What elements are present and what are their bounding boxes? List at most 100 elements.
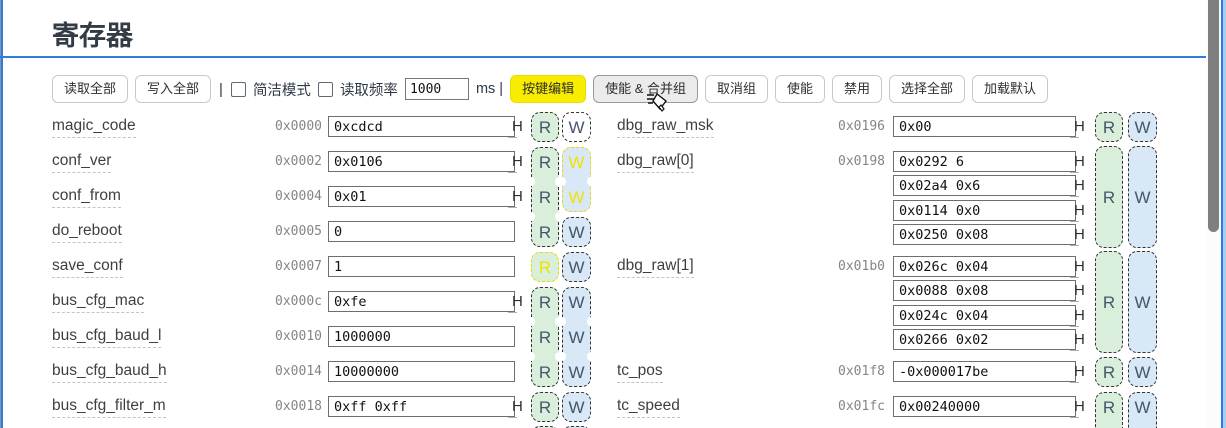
write-button[interactable]: W <box>562 217 591 247</box>
write-label: W <box>568 118 585 137</box>
register-value-input[interactable] <box>328 291 515 312</box>
group-joint-notch <box>528 352 535 361</box>
register-value-input[interactable] <box>328 186 515 207</box>
register-value-input[interactable] <box>328 221 515 242</box>
vertical-scrollbar-thumb[interactable] <box>1208 0 1219 232</box>
group-joint-notch <box>559 352 566 361</box>
register-name: conf_from <box>52 187 121 208</box>
register-value-input[interactable] <box>893 329 1076 350</box>
read-button[interactable]: R <box>1095 112 1123 142</box>
register-name: tc_speed <box>617 397 680 418</box>
write-button[interactable]: W <box>562 252 591 282</box>
hex-flag: H <box>1070 307 1085 327</box>
register-name: dbg_raw[1] <box>617 257 694 278</box>
hex-flag: H <box>508 293 523 313</box>
write-button-group[interactable]: W <box>1128 251 1157 353</box>
register-value-input[interactable] <box>328 256 515 277</box>
load-default-button[interactable]: 加载默认 <box>972 75 1049 103</box>
register-address: 0x0005 <box>275 224 322 239</box>
register-address: 0x0004 <box>275 189 322 204</box>
register-value-input[interactable] <box>893 200 1076 221</box>
read-label: R <box>538 153 552 172</box>
read-button-group[interactable]: R R R <box>531 287 559 387</box>
read-button-group[interactable]: R <box>1095 251 1123 353</box>
hex-flag: H <box>1070 202 1085 222</box>
write-button[interactable]: W <box>1128 357 1157 387</box>
register-address: 0x01fc <box>838 399 885 414</box>
key-edit-button[interactable]: 按键编辑 <box>510 75 587 103</box>
read-all-button[interactable]: 读取全部 <box>52 75 129 103</box>
group-joint-notch <box>528 212 535 221</box>
register-value-input[interactable] <box>893 151 1076 172</box>
hex-flag: H <box>508 398 523 418</box>
write-button[interactable]: W <box>1128 112 1157 142</box>
cancel-group-button[interactable]: 取消组 <box>704 75 768 103</box>
register-value-input[interactable] <box>893 280 1076 301</box>
write-label: W <box>568 398 585 417</box>
write-button[interactable]: W <box>562 392 591 422</box>
disable-button[interactable]: 禁用 <box>832 75 883 103</box>
read-label: R <box>538 328 552 347</box>
group-joint-notch <box>587 177 594 186</box>
register-value-input[interactable] <box>893 396 1076 417</box>
write-all-button[interactable]: 写入全部 <box>135 75 212 103</box>
read-button[interactable]: R <box>531 392 559 422</box>
write-button-group[interactable]: W W W <box>562 287 591 387</box>
group-joint-notch <box>587 317 594 326</box>
register-address: 0x0007 <box>275 259 322 274</box>
read-freq-checkbox[interactable] <box>317 81 333 97</box>
register-value-input[interactable] <box>893 175 1076 196</box>
register-address: 0x0002 <box>275 154 322 169</box>
register-value-input[interactable] <box>893 224 1076 245</box>
write-label: W <box>568 223 585 242</box>
read-button-group[interactable]: R R R <box>531 147 559 247</box>
hex-flag: H <box>1070 363 1085 383</box>
read-button[interactable]: R <box>1095 357 1123 387</box>
read-label: R <box>538 118 552 137</box>
register-value-input[interactable] <box>328 396 515 417</box>
write-button-group[interactable]: W <box>1128 392 1157 428</box>
enable-merge-group-button[interactable]: 使能 & 合并组 <box>593 75 698 103</box>
select-all-button[interactable]: 选择全部 <box>889 75 966 103</box>
register-value-input[interactable] <box>328 151 515 172</box>
register-address: 0x0014 <box>275 364 322 379</box>
read-label: R <box>538 258 552 277</box>
register-value-input[interactable] <box>893 256 1076 277</box>
left-accent-border <box>1 0 3 428</box>
read-label: R <box>538 398 552 417</box>
register-name: dbg_raw_msk <box>617 117 714 138</box>
toolbar-separator: | <box>219 80 223 98</box>
read-label: R <box>1102 293 1116 312</box>
read-freq-input[interactable] <box>404 78 469 100</box>
write-label: W <box>1134 118 1151 137</box>
hex-flag: H <box>508 153 523 173</box>
enable-button[interactable]: 使能 <box>775 75 826 103</box>
register-value-input[interactable] <box>328 116 515 137</box>
register-name: save_conf <box>52 257 123 278</box>
register-value-input[interactable] <box>893 361 1076 382</box>
group-joint-notch <box>555 317 562 326</box>
write-button-group[interactable]: W <box>1128 146 1157 248</box>
register-value-input[interactable] <box>328 326 515 347</box>
register-address: 0x01f8 <box>838 364 885 379</box>
group-joint-notch <box>528 177 535 186</box>
left-edge-line <box>0 0 1 428</box>
read-button-group[interactable]: R <box>1095 146 1123 248</box>
hex-flag: H <box>1070 331 1085 351</box>
hex-flag: H <box>1070 226 1085 246</box>
read-button[interactable]: R <box>531 112 559 142</box>
register-address: 0x0018 <box>275 399 322 414</box>
register-value-input[interactable] <box>893 305 1076 326</box>
concise-mode-checkbox[interactable] <box>230 81 246 97</box>
hex-flag: H <box>1070 153 1085 173</box>
register-value-input[interactable] <box>893 116 1076 137</box>
write-button[interactable]: W <box>562 112 591 142</box>
group-joint-notch <box>528 317 535 326</box>
write-label: W <box>568 328 585 347</box>
read-label: R <box>538 188 552 207</box>
read-button-group[interactable]: R <box>1095 392 1123 428</box>
register-value-input[interactable] <box>328 361 515 382</box>
group-joint-notch <box>555 212 562 221</box>
register-name: magic_code <box>52 117 136 138</box>
read-button-highlighted[interactable]: R <box>531 252 559 282</box>
